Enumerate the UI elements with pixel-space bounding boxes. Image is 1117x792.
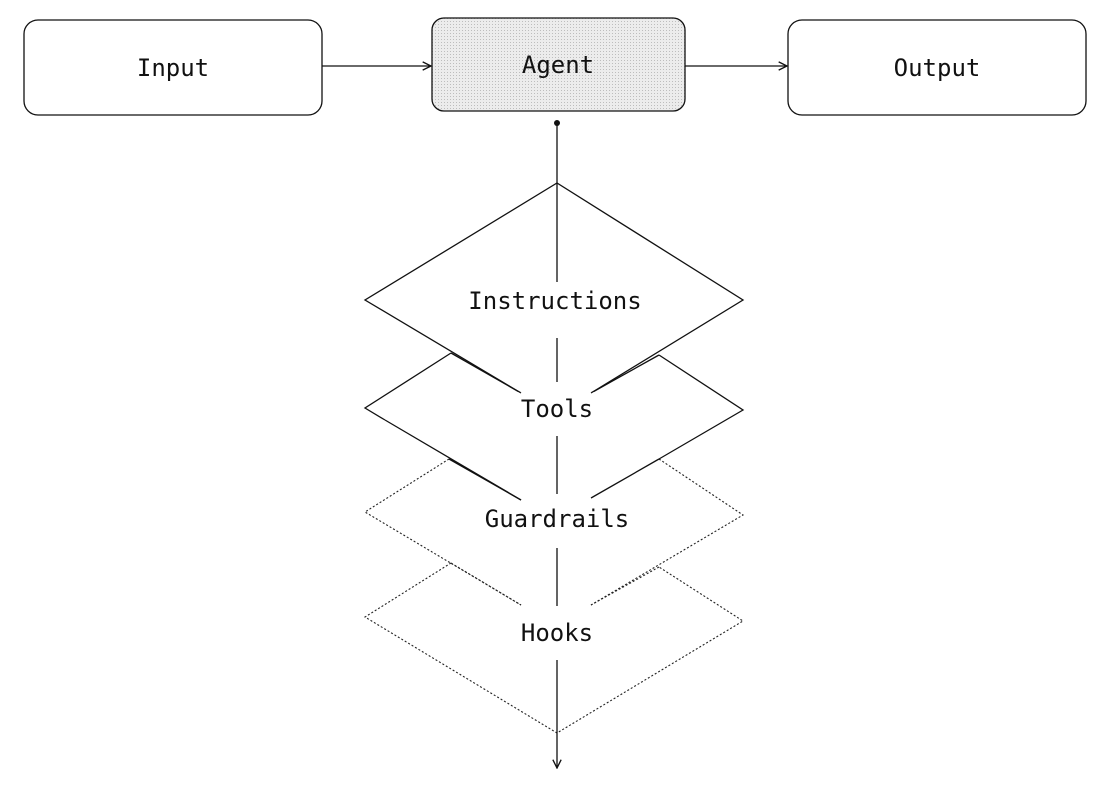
layer-hooks: Hooks bbox=[363, 562, 745, 734]
guardrails-label-bg bbox=[470, 502, 645, 538]
layer-tools: Tools bbox=[363, 352, 745, 501]
tools-diamond-left bbox=[363, 352, 452, 421]
agent-connector-dot bbox=[554, 120, 560, 126]
guardrails-diamond-left bbox=[363, 458, 522, 606]
agent-label: Agent bbox=[522, 51, 594, 79]
input-label: Input bbox=[137, 54, 209, 82]
guardrails-diamond-top-right bbox=[590, 458, 660, 499]
instructions-label: Instructions bbox=[468, 287, 641, 315]
hooks-label: Hooks bbox=[521, 619, 593, 647]
output-label: Output bbox=[894, 54, 981, 82]
input-node: Input bbox=[23, 19, 323, 116]
instructions-label-bg bbox=[445, 282, 669, 320]
guardrails-diamond-right bbox=[590, 458, 745, 606]
guardrails-label: Guardrails bbox=[485, 505, 630, 533]
tools-label-bg bbox=[500, 392, 614, 428]
tools-diamond-right bbox=[658, 354, 745, 460]
layer-instructions: Instructions bbox=[363, 182, 745, 394]
agent-node: Agent bbox=[431, 17, 686, 112]
tools-label: Tools bbox=[521, 395, 593, 423]
output-node: Output bbox=[787, 19, 1087, 116]
hooks-label-bg bbox=[495, 615, 619, 651]
tools-diamond-left-lower bbox=[384, 419, 522, 501]
input-box bbox=[23, 19, 323, 116]
layer-guardrails: Guardrails bbox=[363, 458, 745, 606]
